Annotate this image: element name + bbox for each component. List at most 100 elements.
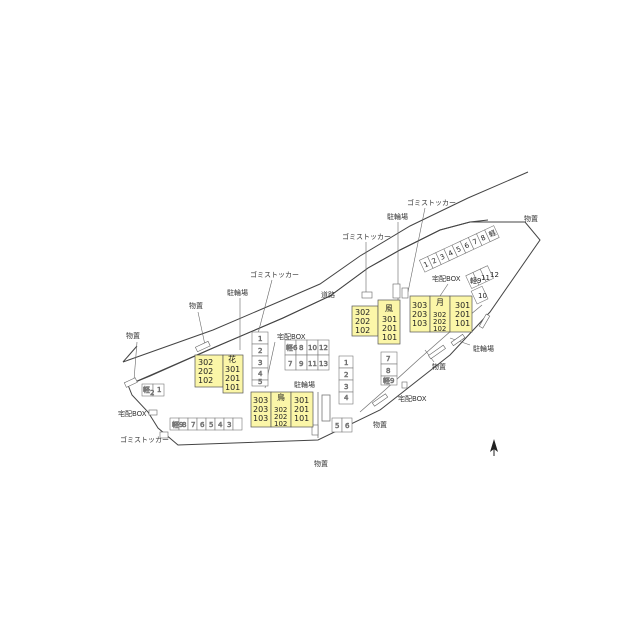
parking-number: 10 [478, 292, 487, 300]
building-tori: 鳥 303 203 103 302 202 102 301 201 101 [250, 391, 314, 428]
label-churin-right: 駐輪場 [473, 344, 494, 353]
parking-number: 3 [227, 421, 231, 429]
parking-small-column: 7 8 軽9 [380, 351, 398, 386]
room-number: 101 [455, 319, 470, 328]
parking-center-grid: 軽6 8 10 12 7 9 11 13 [284, 339, 330, 371]
building-tsuki-right [449, 295, 473, 333]
parking-space [479, 265, 494, 283]
building-hana-left [194, 354, 224, 388]
parking-number: 軽6 [286, 343, 298, 352]
building-kaze: 風 302 202 102 301 201 101 [351, 299, 401, 345]
room-number: 101 [225, 383, 240, 392]
parking-left-column: 1 2 3 4 5 [251, 331, 269, 387]
room-number: 301 [382, 315, 397, 324]
room-number: 102 [274, 420, 287, 428]
parking-number: 4 [218, 421, 223, 429]
room-number: 102 [355, 326, 370, 335]
room-number: 302 [355, 308, 370, 317]
parking-number: 3 [439, 253, 446, 262]
building-tori-right [290, 391, 314, 428]
road-side-left [122, 345, 138, 363]
parking-number: 1 [422, 260, 429, 269]
parking-number: 3 [258, 359, 262, 367]
parking-number: 2 [258, 347, 262, 355]
label-gomi-top: ゴミストッカー [407, 198, 456, 207]
parking-number: 3 [344, 383, 348, 391]
parking-number: 2 [150, 389, 154, 397]
leader-churin-right [449, 337, 471, 346]
parking-number: 軽 [487, 228, 497, 239]
parking-space [338, 391, 354, 405]
parking-number: 5 [209, 421, 213, 429]
room-number: 203 [412, 310, 427, 319]
label-churin-top: 駐輪場 [387, 212, 408, 221]
parking-number: 4 [344, 394, 349, 402]
room-number: 201 [225, 374, 240, 383]
butsuoki-lower-box [371, 393, 389, 407]
churin-top-box [392, 283, 401, 299]
parking-number: 5 [455, 245, 462, 254]
label-gomi-mid: ゴミストッカー [342, 232, 391, 241]
room-number: 103 [253, 414, 268, 423]
parking-number: 11 [481, 274, 490, 282]
parking-number: 8 [386, 367, 390, 375]
building-kaze-left [351, 305, 379, 337]
building-hana-right [222, 354, 244, 394]
leader-gomi-top [407, 207, 426, 293]
parking-number: 2 [344, 371, 348, 379]
butsuoki-top-right-box [478, 313, 491, 329]
room-number: 202 [355, 317, 370, 326]
building-hana-name: 花 [228, 354, 236, 364]
room-number: 201 [294, 405, 309, 414]
room-number: 201 [382, 324, 397, 333]
parking-left-corner: 軽 2 1 [141, 383, 165, 397]
parking-space [317, 354, 330, 371]
parking-pair: 5 6 [331, 417, 353, 433]
parking-number: 7 [191, 421, 195, 429]
room-number: 102 [198, 376, 213, 385]
building-tori-name: 鳥 [277, 392, 285, 402]
road-upper-edge [122, 171, 529, 363]
label-butsuoki-lower: 物置 [373, 420, 387, 429]
north-arrow-head [490, 439, 498, 452]
room-number: 202 [274, 413, 287, 421]
leader-butsuoki-left-top [197, 311, 206, 346]
site-boundary [127, 221, 541, 446]
room-number: 201 [455, 310, 470, 319]
building-hana: 花 302 202 102 301 201 101 [194, 354, 244, 394]
gomi-bottom-box [159, 431, 169, 439]
label-gomi-left: ゴミストッカー [250, 270, 299, 279]
parking-number: 6 [463, 241, 471, 250]
parking-number: 10 [308, 344, 317, 352]
room-number: 203 [253, 405, 268, 414]
parking-space [341, 417, 353, 433]
parking-number: 4 [258, 370, 263, 378]
stair-lower-center [311, 424, 319, 436]
label-takuhai-center: 宅配BOX [277, 332, 306, 341]
room-number: 302 [274, 406, 287, 414]
parking-number: 12 [490, 271, 499, 279]
parking-number: 5 [258, 378, 262, 386]
parking-number: 12 [319, 344, 328, 352]
parking-number: 軽9 [383, 376, 394, 385]
parking-number: 13 [319, 360, 328, 368]
building-kaze-name: 風 [385, 304, 393, 313]
parking-number: 7 [386, 355, 390, 363]
label-gomi-bottom: ゴミストッカー [120, 435, 169, 444]
label-churin-left: 駐輪場 [227, 288, 248, 297]
butsuoki-left-top-box [194, 340, 211, 353]
parking-number: 9 [299, 360, 303, 368]
butsuoki-far-left-box [123, 377, 138, 388]
parking-number: 4 [447, 249, 455, 258]
label-butsuoki-top-right: 物置 [524, 214, 538, 223]
north-arrow-icon [490, 439, 498, 456]
room-number: 101 [294, 414, 309, 423]
label-butsuoki-far-left: 物置 [126, 331, 140, 340]
room-number: 103 [412, 319, 427, 328]
takuhai-lower-box [401, 381, 408, 389]
parking-number: 7 [471, 237, 478, 246]
label-butsuoki-left-top: 物置 [189, 301, 203, 310]
building-tsuki: 月 303 203 103 302 202 102 301 201 101 [409, 295, 473, 333]
parking-space [251, 379, 269, 387]
